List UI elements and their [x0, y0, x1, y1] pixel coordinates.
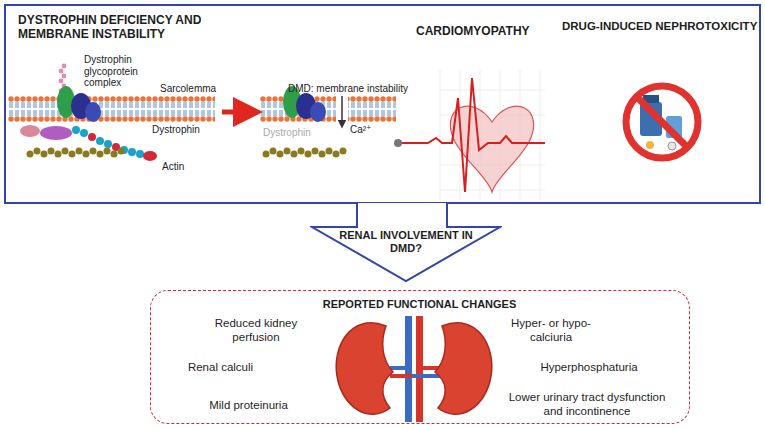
findings-box: REPORTED FUNCTIONAL CHANGES Reduced kidne…	[150, 290, 690, 424]
finding-item: Hyperphosphaturia	[533, 361, 645, 375]
finding-item: Mild proteinuria	[191, 399, 306, 413]
part-label: Dystrophin glycoprotein complex	[84, 54, 156, 89]
no-drugs-icon-part	[646, 141, 654, 149]
dmd-membrane-part	[284, 148, 291, 155]
healthy-membrane-part	[62, 64, 67, 69]
healthy-membrane-part	[8, 96, 215, 122]
dmd-membrane-part	[340, 148, 347, 155]
healthy-membrane-part	[136, 150, 144, 158]
dmd-membrane	[260, 86, 396, 158]
no-drugs-icon-part	[637, 97, 687, 147]
heart-illustration-part	[440, 70, 441, 200]
finding-item: Lower urinary tract dysfunction and inco…	[501, 391, 673, 419]
healthy-membrane-part	[76, 148, 83, 155]
healthy-membrane-part	[40, 126, 72, 140]
dmd-membrane-part	[348, 96, 396, 122]
healthy-membrane-part	[88, 133, 96, 141]
healthy-membrane-part	[72, 126, 80, 134]
heart-illustration	[394, 70, 545, 200]
healthy-membrane-part	[104, 140, 112, 148]
finding-item: Hyper- or hypo-calciuria	[501, 317, 601, 345]
healthy-membrane-part	[104, 148, 111, 155]
kidney-illustration-part	[390, 366, 405, 370]
healthy-membrane-part	[90, 148, 97, 155]
healthy-membrane-part	[62, 148, 69, 155]
healthy-membrane-part	[27, 148, 125, 158]
transition-arrow	[222, 112, 248, 113]
question-text: RENAL INVOLVEMENT IN DMD?	[322, 229, 490, 255]
box-heading: REPORTED FUNCTIONAL CHANGES	[151, 298, 688, 311]
dmd-membrane-part	[270, 148, 277, 155]
healthy-membrane-part	[27, 151, 34, 158]
heart-illustration-part	[400, 78, 545, 192]
dmd-membrane-part	[263, 151, 270, 158]
part-label: DMD: membrane instability	[288, 83, 428, 95]
healthy-membrane-part	[41, 151, 48, 158]
no-drugs-icon	[626, 86, 698, 158]
funnel-arrow: RENAL INVOLVEMENT IN DMD?	[310, 203, 502, 283]
kidney-illustration-part	[412, 374, 440, 378]
healthy-membrane-part	[20, 125, 40, 137]
dmd-membrane-part	[341, 96, 343, 124]
healthy-membrane-part	[85, 102, 101, 122]
healthy-membrane-part	[111, 151, 118, 158]
healthy-membrane-part	[69, 151, 76, 158]
healthy-membrane-part	[48, 148, 55, 155]
part-label: Dystrophin	[263, 127, 333, 139]
dmd-membrane-part	[277, 151, 284, 158]
part-label: Dystrophin	[152, 124, 222, 136]
healthy-membrane-part	[97, 151, 104, 158]
healthy-membrane-part	[118, 148, 125, 155]
dmd-membrane-part	[319, 151, 326, 158]
dmd-membrane-part	[326, 148, 333, 155]
dmd-membrane-part	[291, 151, 298, 158]
no-drugs-icon-part	[626, 86, 698, 158]
dmd-membrane-part	[305, 151, 312, 158]
heart-illustration-part	[440, 70, 545, 200]
dmd-membrane-part	[263, 148, 347, 158]
finding-item: Renal calculi	[173, 361, 268, 375]
no-drugs-icon-part	[668, 142, 676, 150]
part-label: Sarcolemma	[160, 83, 230, 95]
finding-item: Reduced kidney perfusion	[206, 317, 306, 345]
healthy-membrane-part	[96, 137, 104, 145]
healthy-membrane-part	[59, 79, 64, 84]
healthy-membrane-part	[34, 148, 41, 155]
kidney-illustration-part	[405, 316, 412, 422]
healthy-membrane-part	[83, 151, 90, 158]
heart-illustration-part	[394, 139, 402, 147]
healthy-membrane-part	[62, 74, 67, 79]
dmd-membrane-part	[312, 148, 319, 155]
heart-illustration-part	[450, 106, 533, 192]
part-label: Actin	[162, 161, 212, 173]
healthy-membrane-part	[72, 126, 157, 161]
context-panel: DYSTROPHIN DEFICIENCY AND MEMBRANE INSTA…	[4, 4, 761, 204]
dmd-membrane-part	[298, 148, 305, 155]
panel-heading: DYSTROPHIN DEFICIENCY AND MEMBRANE INSTA…	[18, 13, 253, 42]
panel-heading: CARDIOMYOPATHY	[416, 24, 566, 38]
funnel-outline-path	[312, 203, 500, 281]
kidney-illustration-part	[416, 316, 423, 422]
transition-arrow-part	[222, 110, 248, 115]
healthy-membrane-part	[143, 151, 157, 161]
heart-illustration-part	[540, 70, 541, 200]
dmd-membrane-part	[333, 151, 340, 158]
kidney-illustration	[336, 316, 492, 422]
heart-illustration-part	[440, 90, 545, 91]
kidney-illustration-part	[336, 323, 393, 414]
panel-heading: DRUG-INDUCED NEPHROTOXICITY	[562, 20, 762, 34]
kidney-illustration-part	[435, 323, 492, 414]
healthy-membrane-part	[55, 151, 62, 158]
ion-label: Ca²⁺	[350, 124, 390, 136]
dmd-membrane-part	[310, 102, 326, 122]
healthy-membrane-part	[128, 148, 136, 156]
healthy-membrane-part	[59, 69, 64, 74]
healthy-membrane-part	[80, 129, 88, 137]
